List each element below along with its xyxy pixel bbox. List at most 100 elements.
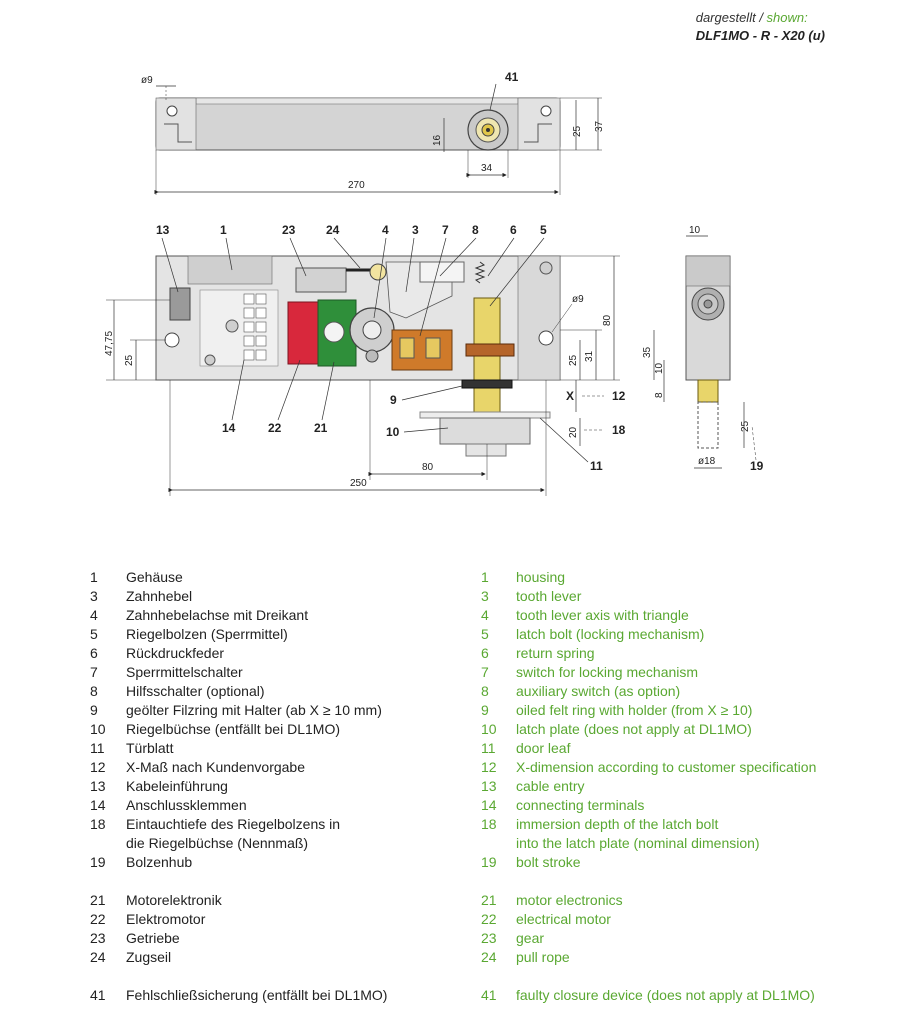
callout-3: 3 [412,223,419,237]
legend-row: 3 Zahnhebel 3 tooth lever [0,587,901,606]
legend-row: 18 Eintauchtiefe des Riegelbolzens in 18 im… [0,815,901,834]
dim-side-35: 35 [642,346,653,358]
legend-number-de: 5 [90,626,98,642]
callout-11: 11 [590,459,603,473]
latch-bolt [473,297,501,419]
legend-number-de: 21 [90,892,106,908]
legend-number-en: 21 [481,892,497,908]
legend-number-en: 5 [481,626,489,642]
legend-text-de: die Riegelbüchse (Nennmaß) [126,835,309,851]
dim-side-8: 8 [654,392,665,398]
legend-number-de: 18 [90,816,106,832]
legend-text-de: Sperrmittelschalter [126,664,243,680]
dim-front-4775: 47,75 [104,331,115,356]
legend-text-en: switch for locking mechanism [516,664,699,680]
side-view: 10 35 10 8 25 ø18 19 [642,225,764,473]
legend-text-en: immersion depth of the latch bolt [516,816,719,832]
legend-number-en: 18 [481,816,497,832]
legend-text-en: door leaf [516,740,571,756]
return-spring [474,261,486,284]
callout-1: 1 [220,223,227,237]
legend-number-en: 4 [481,607,489,623]
legend-text-de: Fehlschließsicherung (entfällt bei DL1MO… [126,987,388,1003]
dim-side-10b: 10 [654,362,665,374]
callout-18: 18 [612,423,626,437]
technical-drawing: ø9 270 34 16 25 37 41 [104,70,764,496]
model-designation: DLF1MO - R - X20 (u) [695,28,825,43]
legend-row: 41 Fehlschließsicherung (entfällt bei DL1… [0,986,901,1005]
legend-text-en: into the latch plate (nominal dimension) [516,835,760,851]
dim-side-d18: ø18 [698,456,716,467]
legend-number-de: 8 [90,683,98,699]
legend-number-en: 7 [481,664,489,680]
legend-number-de: 1 [90,569,98,585]
top-view: ø9 270 34 16 25 37 41 [141,70,605,195]
legend-text-en: tooth lever axis with triangle [516,607,689,623]
front-view: 13 1 23 24 4 3 7 8 6 5 9 10 12 18 11 14 [104,223,626,496]
cable-entry [169,287,191,321]
dim-top-270: 270 [348,180,365,191]
dim-front-d9: ø9 [572,294,584,305]
callout-7: 7 [442,223,449,237]
legend-text-de: Türblatt [126,740,174,756]
legend-text-en: faulty closure device (does not apply at… [516,987,815,1003]
legend-text-de: Riegelbüchse (entfällt bei DL1MO) [126,721,340,737]
dim-top-16: 16 [432,134,443,146]
mounting-hole-right [540,105,552,117]
legend-text-de: geölter Filzring mit Halter (ab X ≥ 10 m… [126,702,382,718]
dim-front-80h: 80 [422,462,434,473]
dim-top-d9: ø9 [141,75,153,86]
legend-text-de: Rückdruckfeder [126,645,225,661]
legend-text-de: Anschlussklemmen [126,797,247,813]
legend-number-en: 10 [481,721,497,737]
legend-text-en: motor electronics [516,892,623,908]
legend-number-de: 3 [90,588,98,604]
legend-number-de: 41 [90,987,106,1003]
callout-23: 23 [282,223,296,237]
legend-text-en: tooth lever [516,588,582,604]
legend-text-en: pull rope [516,949,570,965]
legend-number-de: 12 [90,759,106,775]
mounting-hole-left [166,105,178,117]
legend-number-de: 13 [90,778,106,794]
legend-number-de: 9 [90,702,98,718]
callout-8: 8 [472,223,479,237]
legend-number-en: 24 [481,949,497,965]
legend-number-en: 12 [481,759,497,775]
legend-text-de: Bolzenhub [126,854,193,870]
legend-number-de: 22 [90,911,106,927]
legend-text-de: Elektromotor [126,911,206,927]
dim-front-20: 20 [568,426,579,438]
legend-row: 5 Riegelbolzen (Sperrmittel) 5 latch bolt (… [0,625,901,644]
legend-number-en: 1 [481,569,489,585]
legend-text-en: auxiliary switch (as option) [516,683,681,699]
legend-number-de: 4 [90,607,98,623]
legend-number-en: 19 [481,854,497,870]
legend-number-en: 8 [481,683,489,699]
legend-text-en: oiled felt ring with holder (from X ≥ 10… [516,702,753,718]
dim-top-25: 25 [572,125,583,137]
legend-text-de: Hilfsschalter (optional) [126,683,265,699]
legend-text-de: Zahnhebel [126,588,193,604]
legend-text-de: Gehäuse [126,569,183,585]
legend-text-en: latch bolt (locking mechanism) [516,626,705,642]
dim-front-25b: 25 [568,354,579,366]
legend-row: 21 Motorelektronik 21 motor electronics [0,891,901,910]
legend-text-en: return spring [516,645,595,661]
legend-row: 9 geölter Filzring mit Halter (ab X ≥ 10 … [0,701,901,720]
legend-number-de: 11 [90,740,105,756]
legend-text-de: Eintauchtiefe des Riegelbolzens in [126,816,341,832]
legend-number-en: 3 [481,588,489,604]
legend-text-de: Riegelbolzen (Sperrmittel) [126,626,288,642]
legend-text-de: Motorelektronik [126,892,222,908]
legend-number-en: 22 [481,911,497,927]
callout-14: 14 [222,421,236,435]
legend-text-en: latch plate (does not apply at DL1MO) [516,721,752,737]
dim-front-31: 31 [584,350,595,362]
